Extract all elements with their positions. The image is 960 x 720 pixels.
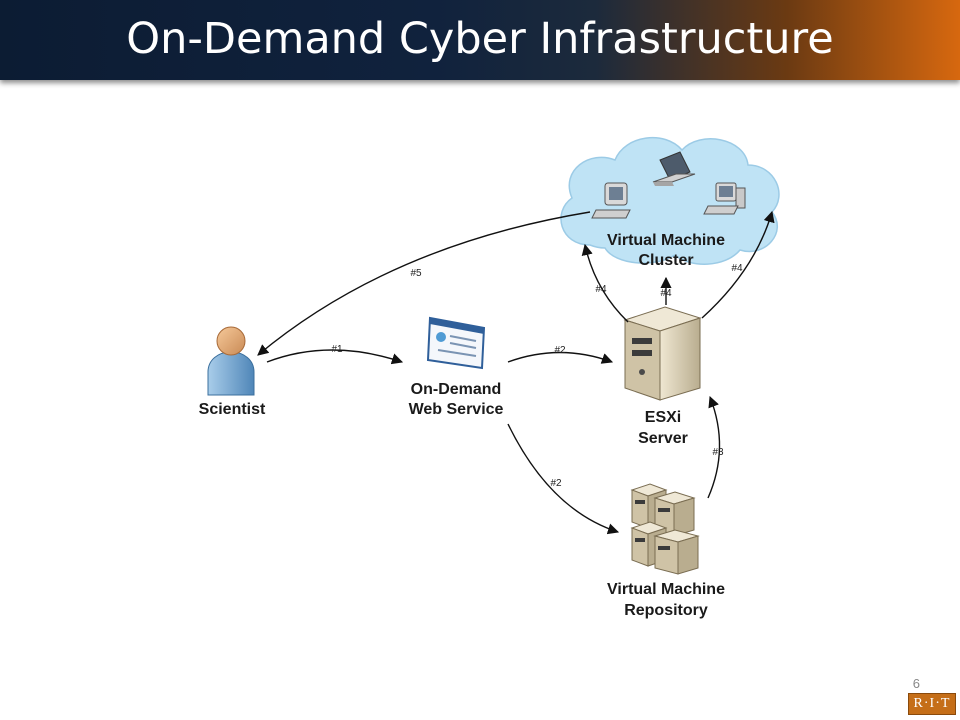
- edge-4c-label: #4: [731, 263, 743, 274]
- edges: #1 #2 #2 #3 #4 #4 #4 #5: [257, 210, 775, 535]
- web-service-label-line2: Web Service: [409, 401, 504, 418]
- vm-cluster-label-line1: Virtual Machine: [607, 232, 725, 249]
- slide-title: On-Demand Cyber Infrastructure: [126, 14, 834, 64]
- workstation-icon: [703, 182, 746, 215]
- edge-1: [266, 349, 404, 365]
- desktop-computer-icon: [591, 182, 631, 219]
- web-service-node: On-Demand Web Service: [409, 316, 504, 418]
- esxi-server-label-line2: Server: [638, 430, 688, 447]
- vm-repository-label-line1: Virtual Machine: [607, 581, 725, 598]
- web-service-label-line1: On-Demand: [411, 381, 502, 398]
- server-tower-icon: [623, 306, 702, 401]
- edge-2b: [507, 423, 620, 535]
- edge-5: [257, 211, 591, 356]
- rit-logo: R·I·T: [908, 693, 956, 715]
- edge-2b-label: #2: [550, 478, 562, 489]
- vm-cluster-label-line2: Cluster: [638, 252, 693, 269]
- edge-3: [707, 395, 721, 499]
- edge-2a-label: #2: [554, 345, 566, 356]
- vm-cluster-cloud: Virtual Machine Cluster: [560, 136, 780, 269]
- cloud-icon: [560, 136, 780, 265]
- logo-text: R·I·T: [913, 696, 951, 711]
- scientist-label: Scientist: [199, 401, 266, 418]
- esxi-server-node: ESXi Server: [623, 306, 702, 447]
- edge-5-label: #5: [410, 268, 422, 279]
- esxi-server-label-line1: ESXi: [645, 409, 681, 426]
- web-page-icon: [426, 316, 486, 370]
- page-number: 6: [912, 676, 920, 691]
- edge-4a-label: #4: [595, 284, 607, 295]
- edge-4c: [701, 210, 775, 319]
- edge-1-label: #1: [331, 344, 343, 355]
- vm-repository-label-line2: Repository: [624, 602, 708, 619]
- laptop-icon: [652, 151, 696, 186]
- edge-4a: [581, 243, 629, 323]
- rack-unit: [653, 529, 700, 575]
- vm-repository-node: Virtual Machine Repository: [607, 483, 725, 619]
- server-rack-icon: [630, 483, 700, 575]
- edge-3-label: #3: [712, 447, 724, 458]
- title-bar: On-Demand Cyber Infrastructure: [0, 0, 960, 80]
- edge-4b-label: #4: [660, 288, 672, 299]
- scientist-node: Scientist: [199, 326, 266, 418]
- edge-2a: [507, 351, 614, 364]
- person-icon: [207, 326, 255, 396]
